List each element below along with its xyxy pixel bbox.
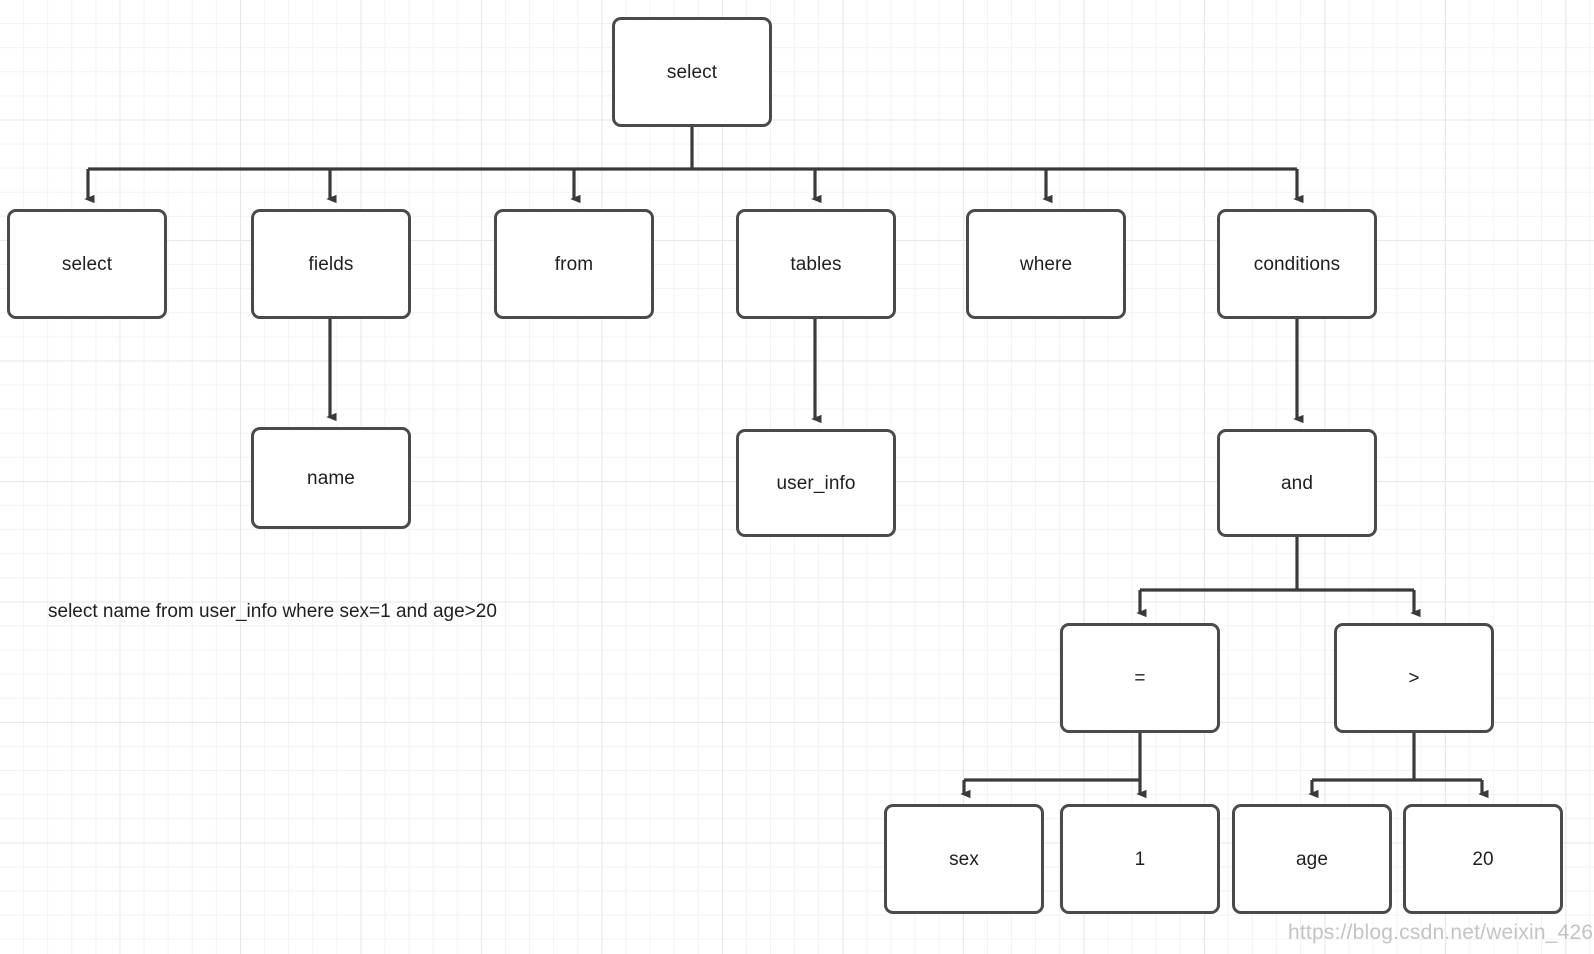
node-label: select (666, 61, 718, 83)
node-column-age[interactable]: age (1232, 804, 1392, 914)
node-label: > (1408, 667, 1420, 689)
node-label: tables (790, 253, 842, 275)
node-label: from (554, 253, 594, 275)
node-label: 1 (1134, 848, 1146, 870)
node-label: 20 (1472, 848, 1494, 870)
node-operator-equals[interactable]: = (1060, 623, 1220, 733)
node-label: where (1019, 253, 1073, 275)
watermark-url: https://blog.csdn.net/weixin_42669785 (1288, 921, 1594, 944)
node-label: name (307, 467, 355, 489)
node-and[interactable]: and (1217, 429, 1377, 537)
node-from[interactable]: from (494, 209, 654, 319)
node-fields[interactable]: fields (251, 209, 411, 319)
node-label: sex (949, 848, 979, 870)
node-label: conditions (1253, 253, 1341, 275)
node-label: fields (308, 253, 354, 275)
sql-query-caption: select name from user_info where sex=1 a… (48, 601, 497, 622)
node-label: user_info (776, 472, 856, 494)
node-user-info[interactable]: user_info (736, 429, 896, 537)
node-where[interactable]: where (966, 209, 1126, 319)
node-label: select (61, 253, 113, 275)
node-tables[interactable]: tables (736, 209, 896, 319)
node-label: age (1295, 848, 1328, 870)
node-select-root[interactable]: select (612, 17, 772, 127)
node-label: and (1280, 472, 1313, 494)
node-operator-greater-than[interactable]: > (1334, 623, 1494, 733)
node-conditions[interactable]: conditions (1217, 209, 1377, 319)
node-label: = (1134, 667, 1146, 689)
node-value-20[interactable]: 20 (1403, 804, 1563, 914)
node-name[interactable]: name (251, 427, 411, 529)
node-value-1[interactable]: 1 (1060, 804, 1220, 914)
node-column-sex[interactable]: sex (884, 804, 1044, 914)
node-select-keyword[interactable]: select (7, 209, 167, 319)
